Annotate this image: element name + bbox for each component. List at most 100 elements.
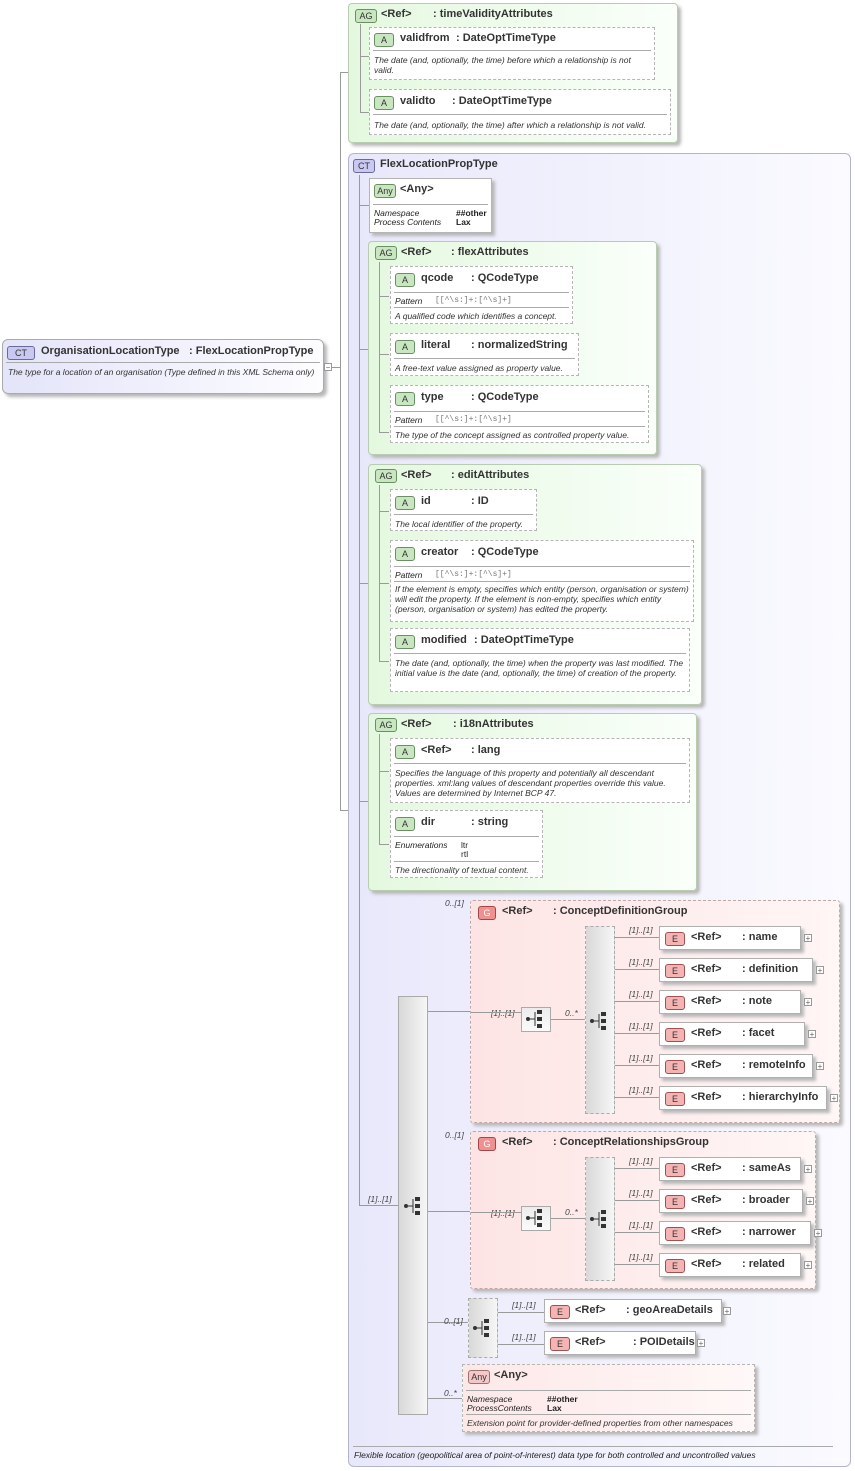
element-narrower[interactable]: E <Ref> : narrower — [659, 1221, 811, 1245]
pattern-value: [[^\s:]+:[^\s]+] — [435, 570, 512, 579]
complex-type-icon: CT — [353, 159, 375, 173]
element-geo-area-details[interactable]: E <Ref> : geoAreaDetails — [544, 1299, 722, 1323]
element-name: : name — [742, 931, 778, 943]
any-name: <Any> — [400, 183, 434, 195]
attribute-group-icon: AG — [375, 469, 397, 483]
attr-name: modified — [421, 634, 467, 646]
attr-type: : QCodeType — [471, 391, 539, 403]
group-name: : editAttributes — [451, 469, 530, 481]
any-element-top[interactable]: Any <Any> Namespace ##other Process Cont… — [369, 178, 492, 233]
enum-ltr: ltr — [461, 840, 469, 850]
main-expander-icon[interactable]: − — [324, 363, 332, 372]
attr-creator[interactable]: A creator : QCodeType Pattern [[^\s:]+:[… — [390, 540, 694, 622]
attr-name: dir — [421, 816, 436, 828]
attr-type: : ID — [471, 495, 489, 507]
expand-icon[interactable]: + — [816, 966, 824, 975]
main-type-name: OrganisationLocationType — [41, 345, 180, 357]
expand-icon[interactable]: + — [723, 1307, 731, 1316]
main-type-description: The type for a location of an organisati… — [8, 367, 315, 377]
time-validity-attribute-group[interactable]: AG <Ref> : timeValidityAttributes A vali… — [348, 3, 678, 143]
expand-icon[interactable]: + — [806, 1197, 814, 1206]
attribute-icon: A — [395, 547, 415, 561]
ref-label: <Ref> — [691, 995, 722, 1007]
element-name[interactable]: E <Ref> : name — [659, 926, 801, 950]
element-note[interactable]: E <Ref> : note — [659, 990, 801, 1014]
attr-id[interactable]: A id : ID The local identifier of the pr… — [390, 489, 537, 531]
element-remoteinfo[interactable]: E <Ref> : remoteInfo — [659, 1054, 813, 1078]
attr-modified[interactable]: A modified : DateOptTimeType The date (a… — [390, 628, 690, 692]
attr-name: : lang — [471, 744, 501, 756]
attribute-icon: A — [395, 745, 415, 759]
choice-icon — [590, 1210, 606, 1228]
any-icon: Any — [374, 184, 396, 198]
ref-label: <Ref> — [691, 963, 722, 975]
element-name: : definition — [742, 963, 799, 975]
element-icon: E — [550, 1337, 570, 1351]
expand-icon[interactable]: + — [697, 1339, 705, 1348]
choice-bar[interactable] — [585, 926, 615, 1114]
outer-sequence-cardinality: [1]..[1] — [368, 1194, 392, 1204]
element-icon: E — [665, 1163, 685, 1177]
expand-icon[interactable]: + — [804, 1165, 812, 1174]
expand-icon[interactable]: + — [804, 934, 812, 943]
any-element-bottom[interactable]: Any <Any> Namespace ##other ProcessConte… — [462, 1364, 755, 1432]
seq-cardinality: [1]..[1] — [491, 1208, 515, 1218]
ref-label: <Ref> — [421, 744, 452, 756]
element-icon: E — [665, 932, 685, 946]
element-sameas[interactable]: E <Ref> : sameAs — [659, 1157, 801, 1181]
expand-icon[interactable]: + — [814, 1229, 822, 1238]
main-type-box[interactable]: CT OrganisationLocationType : FlexLocati… — [2, 339, 324, 394]
expand-icon[interactable]: + — [804, 1261, 812, 1270]
element-poi-details[interactable]: E <Ref> : POIDetails — [544, 1331, 696, 1355]
attr-lang[interactable]: A <Ref> : lang Specifies the language of… — [390, 738, 690, 803]
concept-relationships-group[interactable]: G <Ref> : ConceptRelationshipsGroup [1].… — [470, 1131, 822, 1289]
process-contents-value: Lax — [547, 1403, 562, 1413]
ref-label: <Ref> — [381, 8, 412, 20]
attr-qcode[interactable]: A qcode : QCodeType Pattern [[^\s:]+:[^\… — [390, 266, 573, 324]
edit-attributes-group[interactable]: AG <Ref> : editAttributes A id : ID The … — [368, 464, 702, 705]
ref-label: <Ref> — [401, 718, 432, 730]
attr-dir[interactable]: A dir : string Enumerations ltr rtl The … — [390, 810, 543, 878]
attr-description: A qualified code which identifies a conc… — [395, 311, 557, 321]
attr-literal[interactable]: A literal : normalizedString A free-text… — [390, 333, 579, 376]
choice-icon — [590, 1012, 606, 1030]
element-cardinality: [1]..[1] — [629, 1252, 653, 1262]
element-cardinality: [1]..[1] — [629, 1156, 653, 1166]
element-facet[interactable]: E <Ref> : facet — [659, 1022, 805, 1046]
element-definition[interactable]: E <Ref> : definition — [659, 958, 813, 982]
any-bottom-cardinality: 0..* — [444, 1388, 457, 1398]
expand-icon[interactable]: + — [804, 998, 812, 1007]
pattern-value: [[^\s:]+:[^\s]+] — [435, 296, 512, 305]
element-icon: E — [665, 996, 685, 1010]
attr-type: : DateOptTimeType — [452, 95, 552, 107]
element-name: : sameAs — [742, 1162, 791, 1174]
expand-icon[interactable]: + — [816, 1062, 824, 1071]
complex-type-icon: CT — [7, 346, 35, 360]
attr-description: The date (and, optionally, the time) aft… — [374, 120, 646, 130]
element-name: : hierarchyInfo — [742, 1091, 819, 1103]
group-icon: G — [478, 1137, 496, 1151]
choice-icon — [473, 1319, 489, 1337]
i18n-attributes-group[interactable]: AG <Ref> : i18nAttributes A <Ref> : lang… — [368, 713, 697, 891]
element-cardinality: [1]..[1] — [629, 1053, 653, 1063]
ref-label: <Ref> — [575, 1304, 606, 1316]
element-cardinality: [1]..[1] — [629, 1021, 653, 1031]
sequence-box[interactable] — [521, 1007, 551, 1032]
element-broader[interactable]: E <Ref> : broader — [659, 1189, 803, 1213]
element-hierarchyinfo[interactable]: E <Ref> : hierarchyInfo — [659, 1086, 827, 1110]
attribute-icon: A — [395, 392, 415, 406]
attr-validfrom[interactable]: A validfrom : DateOptTimeType The date (… — [369, 27, 655, 80]
attr-validto[interactable]: A validto : DateOptTimeType The date (an… — [369, 89, 671, 135]
attribute-icon: A — [395, 273, 415, 287]
attr-type[interactable]: A type : QCodeType Pattern [[^\s:]+:[^\s… — [390, 385, 649, 443]
concept-definition-group[interactable]: G <Ref> : ConceptDefinitionGroup [1]..[1… — [470, 900, 840, 1123]
attribute-group-icon: AG — [375, 246, 397, 260]
poi-cardinality: [1]..[1] — [512, 1332, 536, 1342]
element-related[interactable]: E <Ref> : related — [659, 1253, 801, 1277]
element-name: : remoteInfo — [742, 1059, 806, 1071]
attr-name: validfrom — [400, 32, 450, 44]
sequence-box[interactable] — [521, 1206, 551, 1231]
expand-icon[interactable]: + — [808, 1030, 816, 1039]
flex-attributes-group[interactable]: AG <Ref> : flexAttributes A qcode : QCod… — [368, 241, 657, 455]
expand-icon[interactable]: + — [830, 1094, 838, 1103]
